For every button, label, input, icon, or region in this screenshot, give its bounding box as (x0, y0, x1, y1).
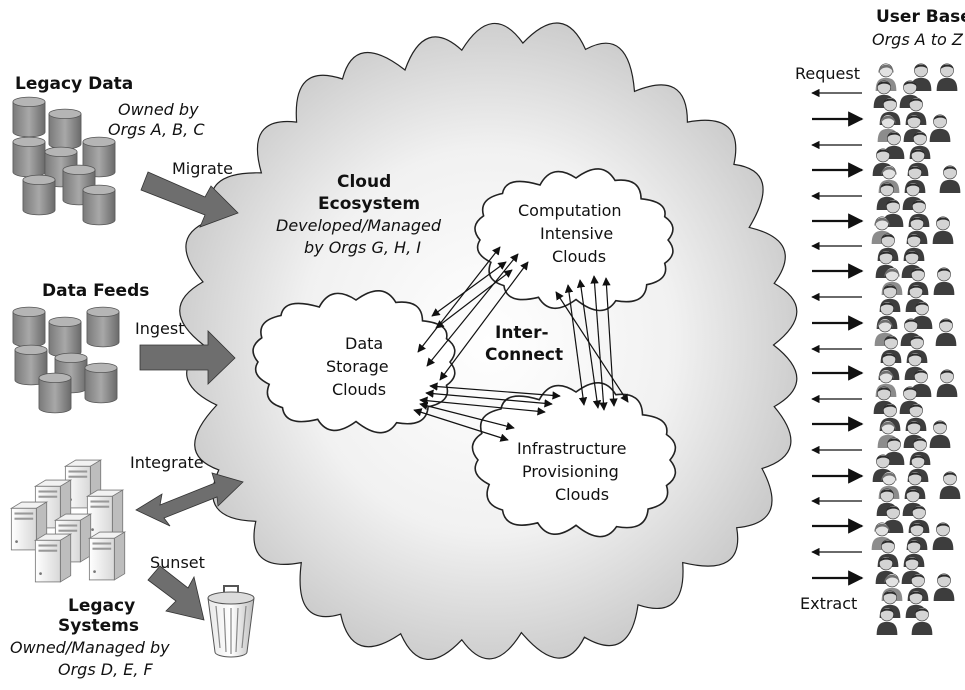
legacy-systems-owner-line1: Owned/Managed by (10, 638, 170, 657)
user-base-arrows (811, 88, 864, 586)
ecosystem-title-line1: Cloud (337, 172, 392, 192)
user-icon (939, 471, 961, 500)
user-crowd (871, 63, 961, 636)
user-icon (932, 216, 954, 245)
request-label: Request (795, 64, 860, 83)
infrastructure-cloud-line1: Infrastructure (517, 439, 627, 458)
data-feeds-title: Data Feeds (42, 281, 150, 301)
ecosystem-title-line2: Ecosystem (318, 194, 421, 214)
legacy-data-owner-line2: Orgs A, B, C (108, 120, 205, 139)
trash-bin-icon (207, 585, 255, 658)
interconnect-line1: Inter- (495, 323, 549, 343)
interconnect-line2: Connect (485, 345, 564, 365)
user-base-subtitle: Orgs A to Z (872, 30, 963, 49)
infrastructure-cloud-line2: Provisioning (522, 462, 619, 481)
ecosystem-owner-line1: Developed/Managed (276, 216, 441, 235)
ingest-label: Ingest (135, 319, 185, 338)
user-icon (933, 573, 955, 602)
interconnect-arrows (413, 246, 629, 442)
computation-cloud-line2: Intensive (540, 224, 614, 243)
integrate-label: Integrate (130, 453, 204, 472)
storage-cloud (252, 290, 456, 434)
user-icon (932, 522, 954, 551)
integrate-arrow (135, 472, 244, 527)
legacy-data-title: Legacy Data (15, 74, 134, 94)
legacy-systems-owner-line2: Orgs D, E, F (58, 660, 153, 679)
user-icon (929, 420, 951, 449)
extract-label: Extract (800, 594, 858, 613)
computation-cloud-line3: Clouds (552, 247, 607, 266)
sunset-arrow (147, 565, 205, 621)
migrate-arrow (140, 171, 239, 228)
legacy-data-owner-line1: Owned by (118, 100, 199, 119)
user-icon (936, 63, 958, 92)
storage-cloud-line1: Data (345, 334, 384, 353)
ecosystem-owner-line2: by Orgs G, H, I (304, 238, 421, 257)
user-icon (933, 267, 955, 296)
legacy-data-cylinders (12, 96, 116, 226)
sunset-label: Sunset (150, 553, 205, 572)
infrastructure-cloud (471, 382, 677, 538)
user-base-title: User Base (876, 7, 965, 27)
user-icon (929, 114, 951, 143)
legacy-systems-servers (10, 459, 126, 583)
storage-cloud-line3: Clouds (332, 380, 387, 399)
infrastructure-cloud-line3: Clouds (555, 485, 610, 504)
user-icon (935, 318, 957, 347)
legacy-systems-title-line2: Systems (58, 616, 139, 636)
ingest-arrow (139, 330, 236, 385)
migrate-label: Migrate (172, 159, 233, 178)
user-icon (936, 369, 958, 398)
data-feeds-cylinders (12, 306, 120, 414)
user-icon (939, 165, 961, 194)
legacy-systems-title-line1: Legacy (68, 596, 136, 616)
storage-cloud-line2: Storage (326, 357, 389, 376)
computation-cloud-line1: Computation (518, 201, 622, 220)
